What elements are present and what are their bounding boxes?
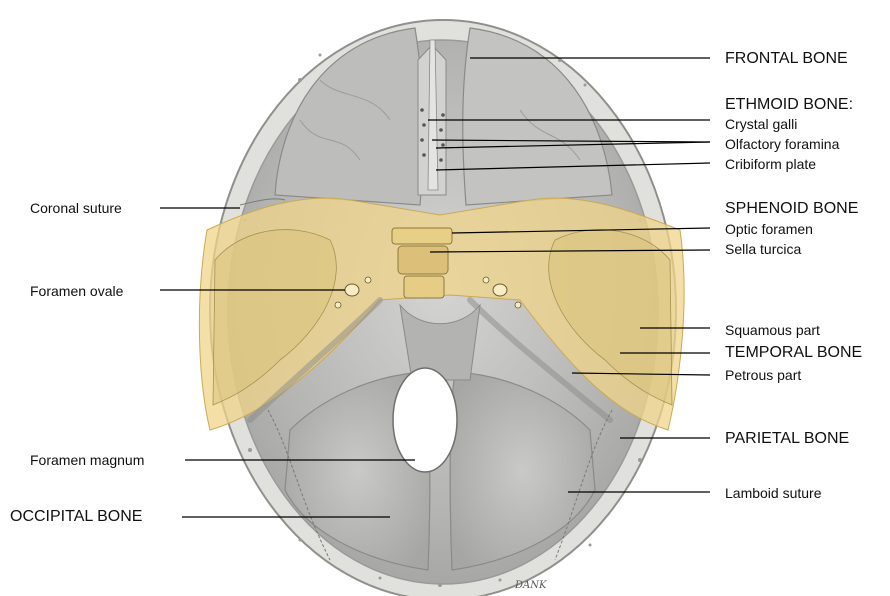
- ethmoid-bone-label: ETHMOID BONE:: [725, 97, 853, 113]
- frontal-right-lobe: [463, 28, 612, 205]
- right-foramen-ovale: [493, 284, 507, 296]
- occipital-bone-label: OCCIPITAL BONE: [10, 509, 142, 525]
- right-foramen-rotundum: [483, 277, 489, 283]
- dorsum-sellae: [404, 276, 444, 298]
- parietal-bone-label: PARIETAL BONE: [725, 431, 849, 447]
- right-foramen-spinosum: [515, 302, 521, 308]
- tuberculum-sellae: [392, 228, 452, 244]
- foramen-magnum-label: Foramen magnum: [30, 453, 144, 467]
- left-foramen-rotundum: [365, 277, 371, 283]
- olfactory-foramina-label: Olfactory foramina: [725, 137, 839, 151]
- petrous-part-label: Petrous part: [725, 368, 801, 382]
- sphenoid-bone-label: SPHENOID BONE: [725, 201, 858, 217]
- frontal-bone-label: FRONTAL BONE: [725, 51, 848, 67]
- temporal-bone-label: TEMPORAL BONE: [725, 345, 862, 361]
- lamboid-suture-label: Lamboid suture: [725, 486, 822, 500]
- crystal-galli-label: Crystal galli: [725, 117, 797, 131]
- frontal-left-lobe: [275, 28, 423, 205]
- sella-turcica-label: Sella turcica: [725, 242, 801, 256]
- cribiform-plate-label: Cribiform plate: [725, 157, 816, 171]
- left-foramen-spinosum: [335, 302, 341, 308]
- left-foramen-ovale: [345, 284, 359, 296]
- foramen-ovale-label: Foramen ovale: [30, 284, 123, 298]
- coronal-suture-label: Coronal suture: [30, 201, 122, 215]
- sella-turcica-shape: [398, 246, 448, 274]
- squamous-part-label: Squamous part: [725, 323, 820, 337]
- foramen-magnum-shape: [393, 368, 457, 472]
- artist-signature: DANK: [515, 580, 546, 591]
- optic-foramen-label: Optic foramen: [725, 222, 813, 236]
